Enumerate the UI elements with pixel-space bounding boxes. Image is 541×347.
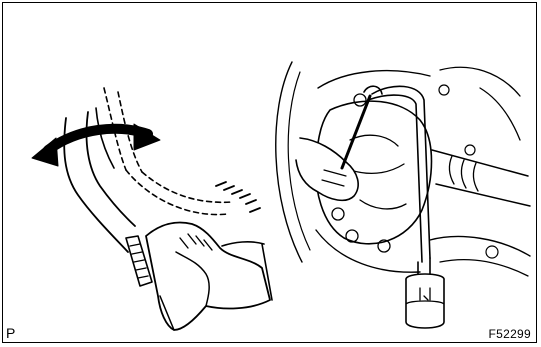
brake-pedal-pumping-icon <box>31 87 273 331</box>
figure-id: F52299 <box>488 327 531 341</box>
figure-frame <box>2 2 537 343</box>
corner-label: P <box>6 325 16 341</box>
brake-bleeder-hose-icon <box>275 61 531 329</box>
